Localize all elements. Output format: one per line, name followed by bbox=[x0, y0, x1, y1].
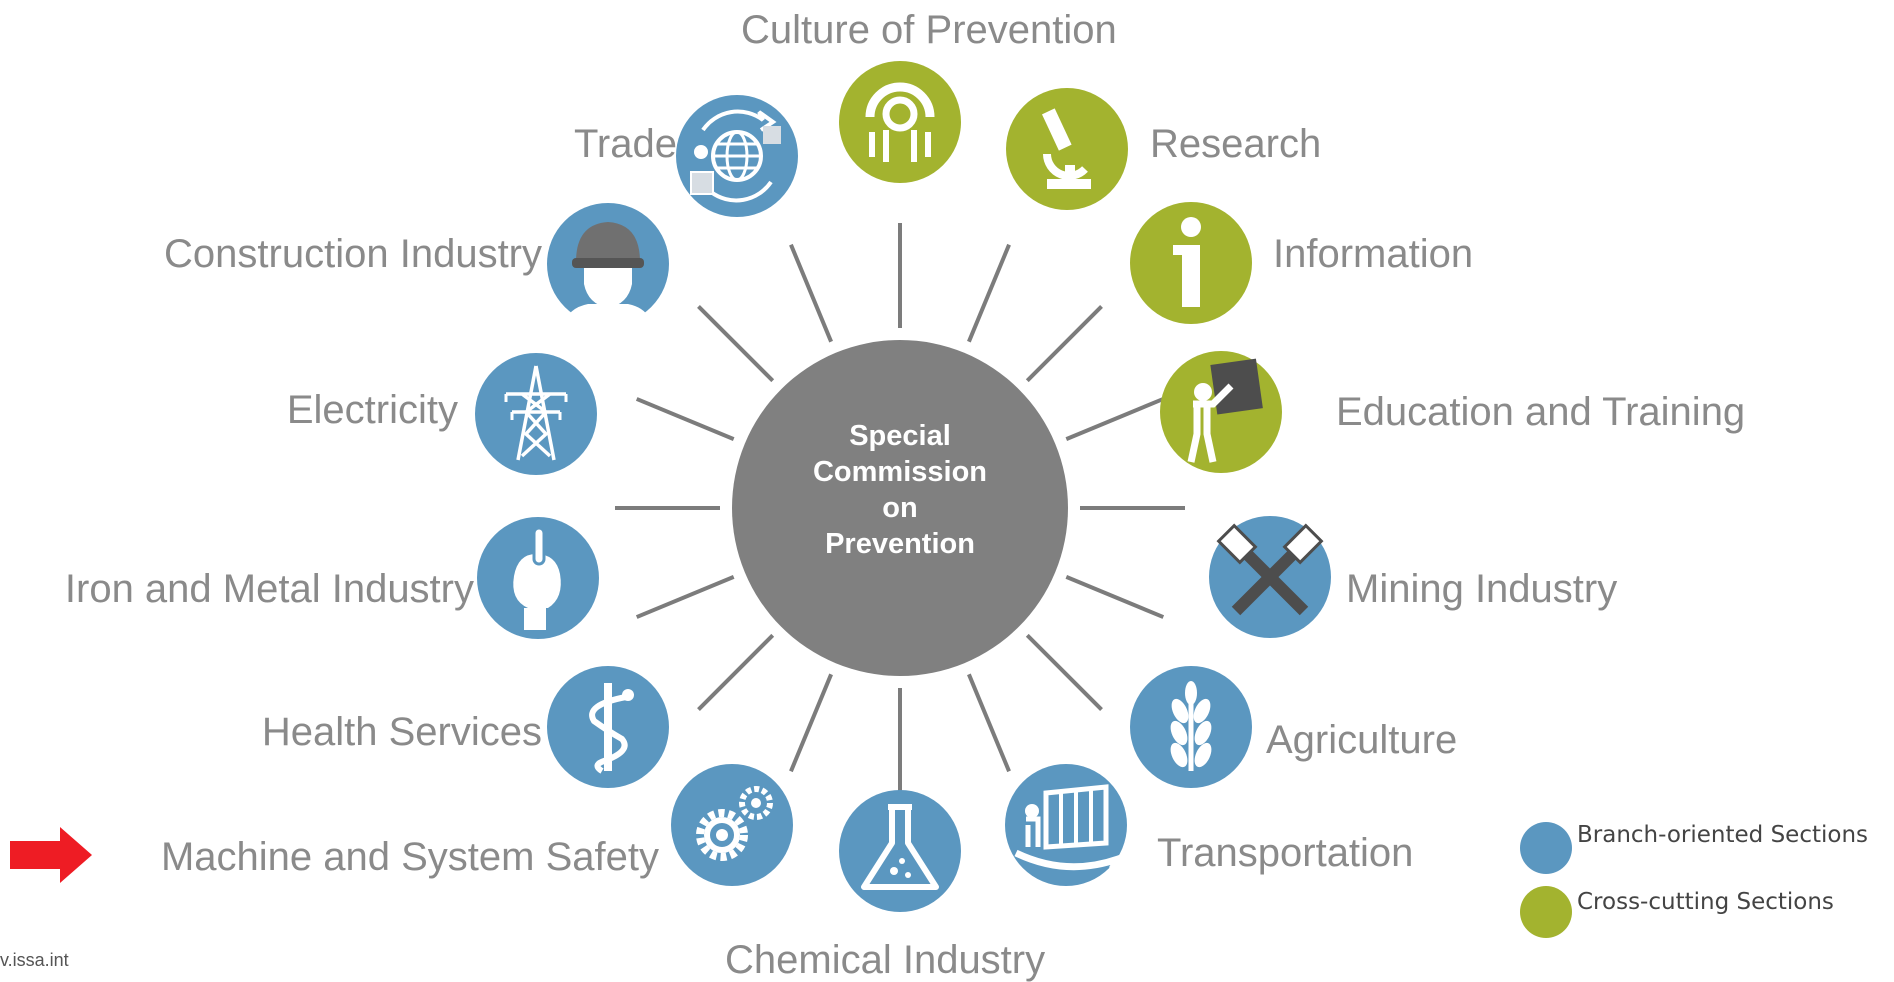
spoke-line bbox=[1065, 397, 1165, 441]
section-label-construction-industry: Construction Industry bbox=[164, 232, 542, 276]
section-label-trade: Trade bbox=[573, 122, 677, 166]
section-label-machine-and-system-safety: Machine and System Safety bbox=[160, 835, 659, 879]
spoke-line bbox=[789, 243, 833, 343]
spoke-line bbox=[967, 243, 1011, 343]
hub-title-line: Special bbox=[849, 420, 951, 452]
caduceus-icon bbox=[547, 666, 669, 788]
flask-icon bbox=[839, 790, 961, 912]
section-label-culture-of-prevention: Culture of Prevention bbox=[741, 8, 1117, 52]
hub-title-line: Prevention bbox=[825, 528, 975, 560]
hub-title-line: on bbox=[882, 492, 918, 524]
red-arrow-icon bbox=[10, 827, 92, 883]
section-label-education-and-training: Education and Training bbox=[1336, 390, 1746, 434]
section-label-transportation: Transportation bbox=[1157, 831, 1414, 875]
spoke-line bbox=[697, 633, 775, 711]
culture-of-prevention-logo-icon bbox=[839, 61, 961, 183]
section-label-research: Research bbox=[1150, 122, 1322, 166]
power-pylon-icon bbox=[475, 353, 597, 475]
gloved-hand-icon bbox=[477, 517, 599, 639]
hardhat-worker-icon bbox=[547, 203, 669, 325]
spoke-line bbox=[1025, 305, 1103, 383]
section-label-electricity: Electricity bbox=[286, 388, 458, 432]
legend-branch-label: Branch-oriented Sections bbox=[1577, 822, 1869, 848]
wheat-icon bbox=[1130, 666, 1252, 788]
legend-crosscutting-dot bbox=[1520, 886, 1572, 938]
section-label-iron-and-metal-industry: Iron and Metal Industry bbox=[64, 567, 474, 611]
legend-branch-dot bbox=[1520, 822, 1572, 874]
spoke-line bbox=[635, 575, 735, 619]
spoke-line bbox=[1025, 633, 1103, 711]
hub-title-line: Commission bbox=[812, 456, 988, 488]
section-label-information: Information bbox=[1273, 232, 1474, 276]
microscope-icon bbox=[1006, 88, 1128, 210]
section-label-mining-industry: Mining Industry bbox=[1346, 567, 1618, 611]
hub-title: Special Commission on Prevention bbox=[770, 418, 1030, 562]
section-label-agriculture: Agriculture bbox=[1266, 718, 1458, 762]
section-label-chemical-industry: Chemical Industry bbox=[725, 938, 1046, 982]
truck-icon bbox=[1005, 764, 1127, 886]
teacher-board-icon bbox=[1160, 351, 1282, 473]
legend-crosscutting-label: Cross-cutting Sections bbox=[1577, 889, 1834, 915]
spoke-line bbox=[789, 673, 833, 773]
info-icon bbox=[1130, 202, 1252, 324]
footer-url: v.issa.int bbox=[0, 950, 69, 970]
hammer-and-pick-icon bbox=[1209, 516, 1331, 638]
spoke-line bbox=[697, 305, 775, 383]
globe-trade-icon bbox=[676, 95, 798, 217]
spoke-line bbox=[1065, 575, 1165, 619]
spoke-line bbox=[635, 397, 735, 441]
spoke-line bbox=[967, 673, 1011, 773]
gears-icon bbox=[671, 764, 793, 886]
section-label-health-services: Health Services bbox=[261, 710, 542, 754]
